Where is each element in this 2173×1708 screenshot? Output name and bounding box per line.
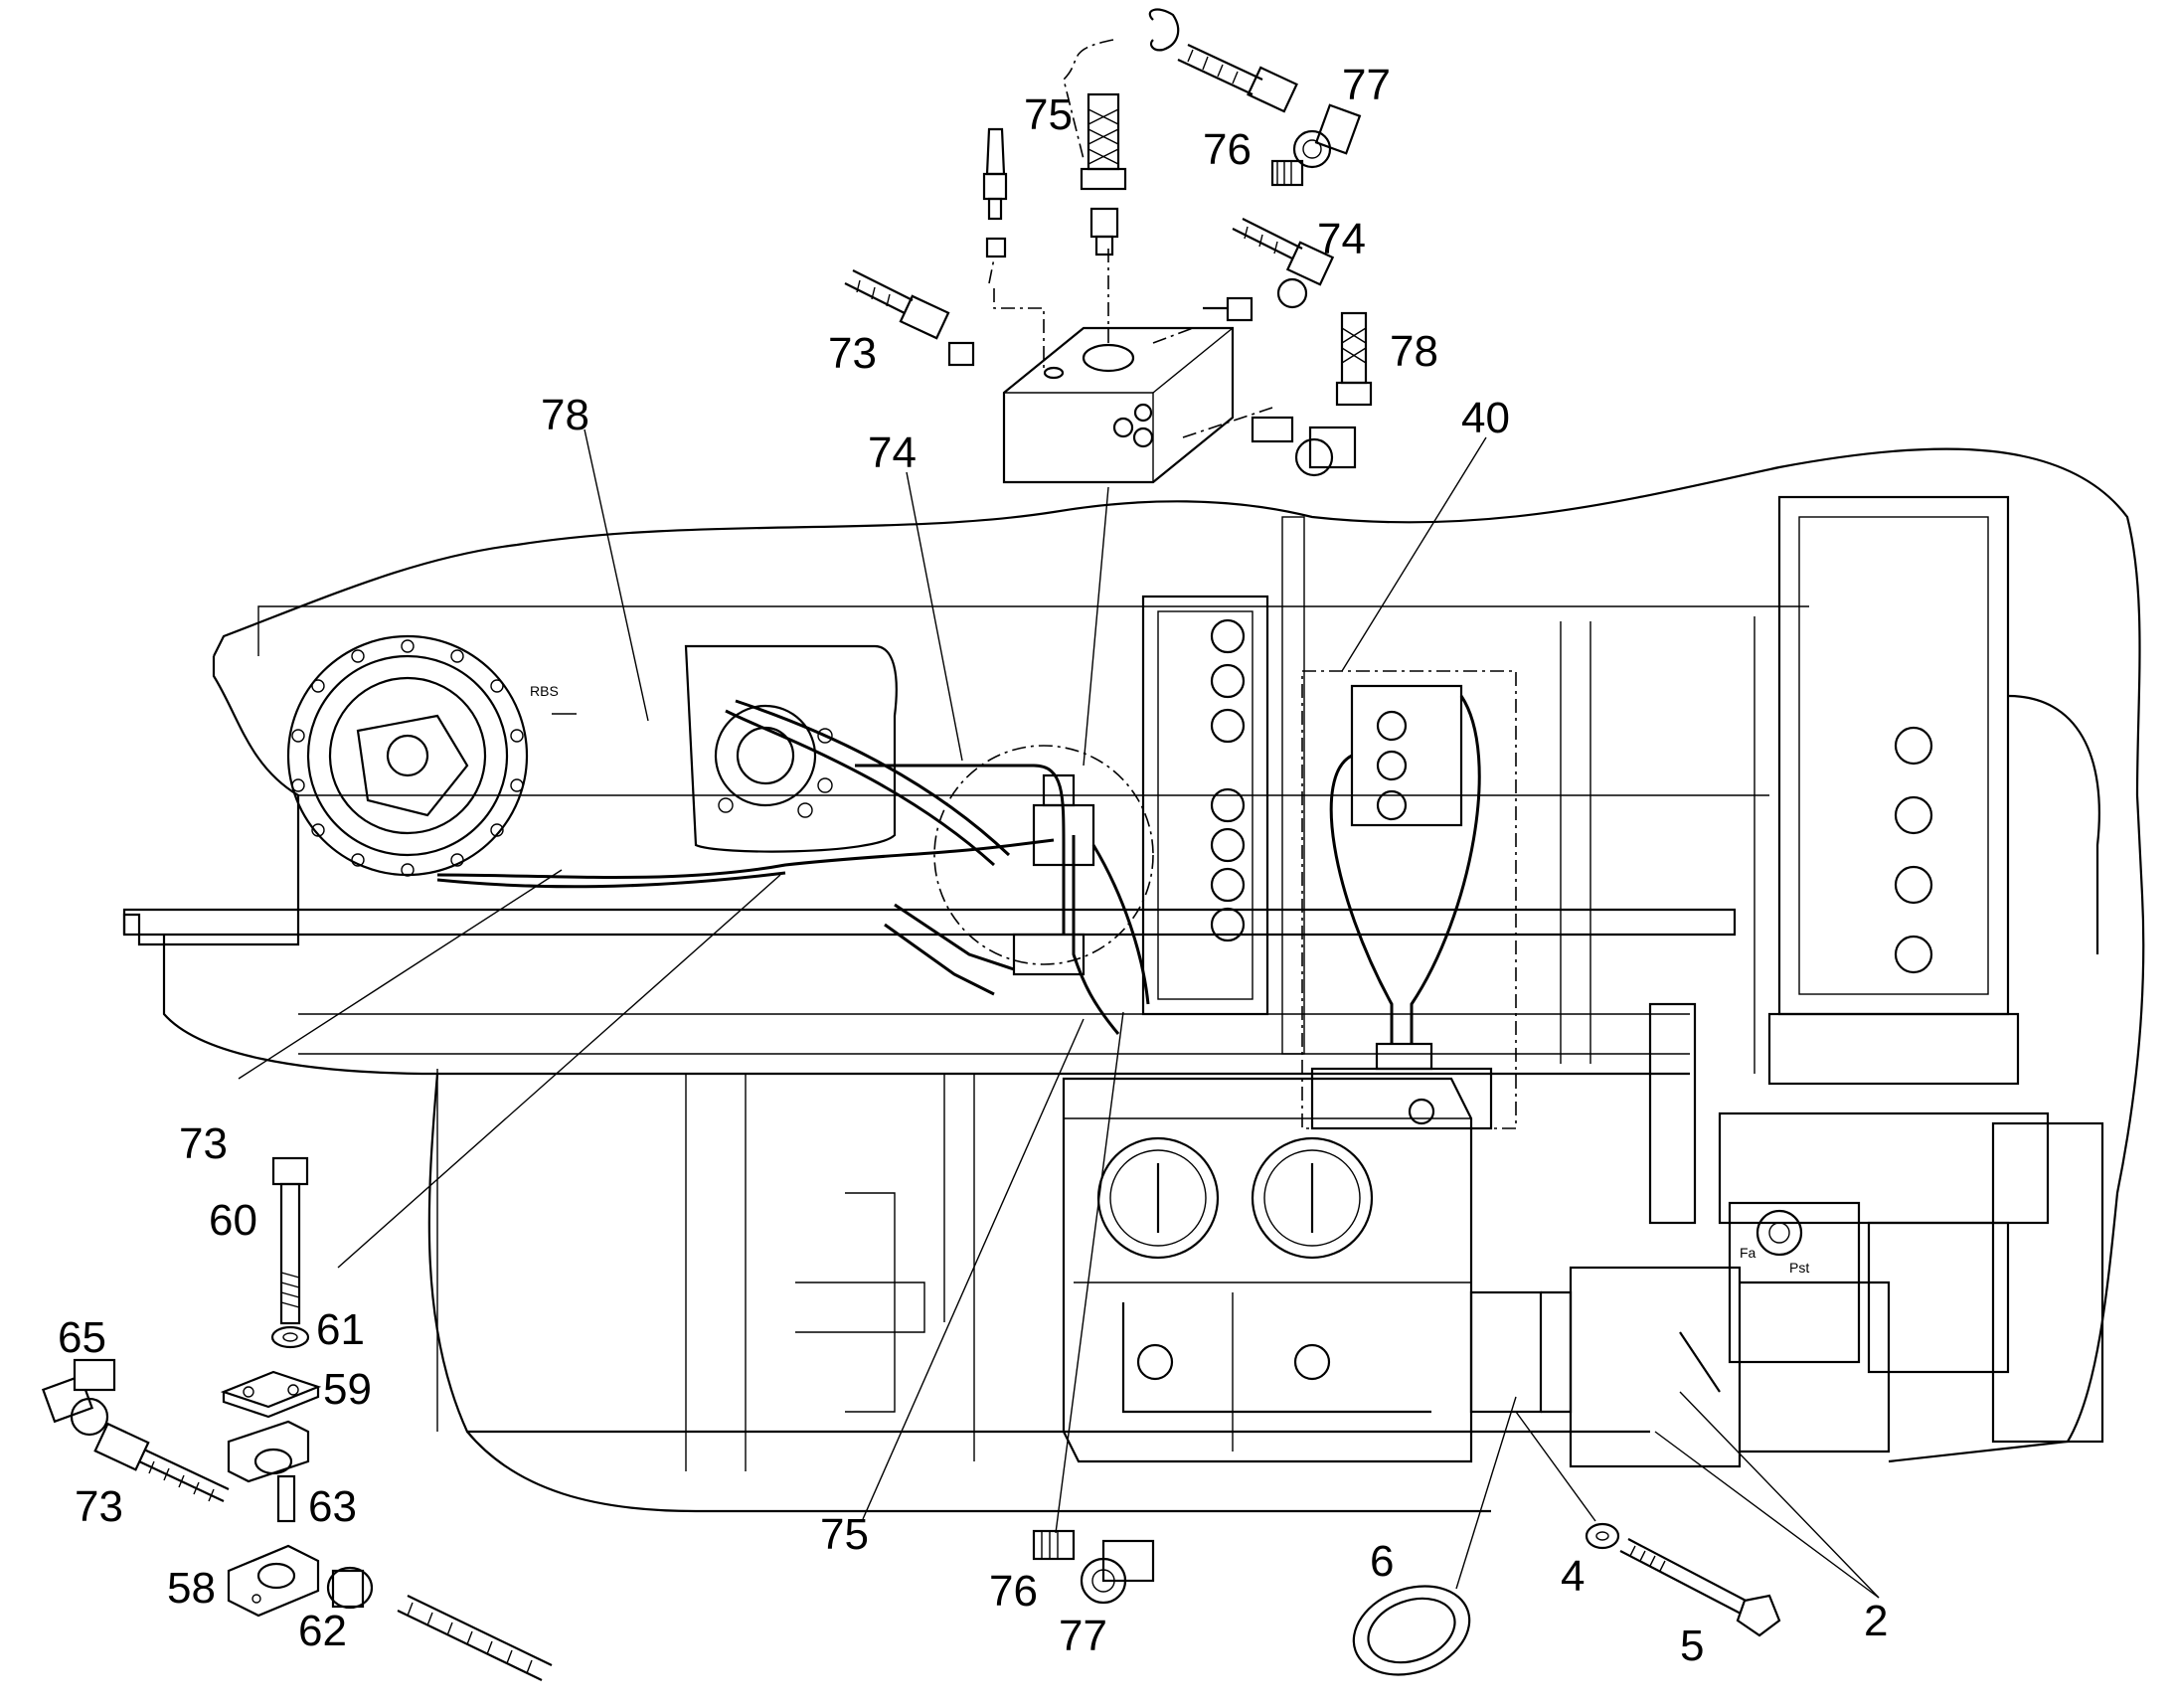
manifold-block [1002, 326, 1235, 484]
top-hose-clamp [1148, 8, 1298, 113]
callout-73-lower: 73 [75, 1482, 123, 1531]
rbs-marker: RBS [530, 683, 577, 715]
part-4-washer [1585, 1522, 1620, 1550]
part-58-clamp-half [227, 1544, 320, 1618]
callout-74-top: 74 [1317, 215, 1366, 263]
pilot-hoses [884, 903, 1015, 996]
part-77-elbow-lower [1080, 1539, 1155, 1605]
engine [1648, 495, 2104, 1444]
slewing-ring [286, 634, 529, 877]
callout-40: 40 [1461, 394, 1510, 442]
coupling-housing [1469, 1266, 1891, 1468]
pump-label-fa: Fa [1740, 1245, 1756, 1261]
part-upper-clamp-half [227, 1420, 310, 1483]
callout-73-left: 73 [179, 1119, 228, 1168]
callout-62: 62 [298, 1607, 347, 1655]
swing-motor [684, 644, 898, 853]
part-78-hose-top [1251, 311, 1373, 477]
callout-4: 4 [1561, 1552, 1585, 1601]
callout-65: 65 [58, 1313, 106, 1362]
pressure-sensor [982, 127, 1008, 258]
part-59-plate [220, 1370, 322, 1419]
callout-5: 5 [1680, 1622, 1704, 1670]
part-74-hose-top [1203, 218, 1335, 322]
part-6-gasket [1352, 1585, 1471, 1676]
callout-78-top: 78 [1390, 327, 1438, 376]
part-73-hose-top [844, 269, 975, 367]
frame-piping [436, 699, 1150, 1413]
part-63-pin [276, 1474, 296, 1523]
callout-labels: 75 76 77 74 73 78 78 74 40 73 60 61 65 5… [58, 61, 1888, 1670]
inline-valve [1012, 773, 1095, 976]
pump-label-pst: Pst [1789, 1260, 1809, 1276]
rbs-label: RBS [530, 683, 559, 699]
part-76-adapter-top [1270, 159, 1304, 187]
callout-59: 59 [323, 1365, 372, 1414]
callout-77-top: 77 [1342, 61, 1391, 109]
part-77-elbow-top [1292, 103, 1362, 169]
part-61-washer [270, 1325, 310, 1349]
callout-2: 2 [1864, 1597, 1888, 1645]
callout-61: 61 [316, 1305, 365, 1354]
callout-74-center: 74 [868, 428, 917, 477]
callout-63: 63 [308, 1482, 357, 1531]
part-75-hose-fitting [1080, 92, 1127, 256]
callout-78-left: 78 [541, 391, 589, 439]
detail-circle [933, 745, 1154, 965]
manifold-leaders [988, 39, 1273, 438]
lower-hose-section [397, 1595, 553, 1681]
callout-75-top: 75 [1024, 90, 1073, 139]
part-60-bolt [271, 1156, 309, 1325]
callout-76-lower: 76 [989, 1567, 1038, 1616]
valve-detail-40 [1310, 684, 1493, 1130]
part-5-bolt [1619, 1538, 1781, 1637]
callout-75-lower: 75 [820, 1510, 869, 1559]
detail-40-box [1301, 670, 1517, 1129]
callout-58: 58 [167, 1564, 216, 1613]
leader-lines [238, 428, 1880, 1599]
callout-6: 6 [1370, 1537, 1394, 1586]
callout-76-top: 76 [1203, 125, 1252, 174]
control-valve-bank [1141, 516, 1305, 1055]
part-76-adapter-lower [1032, 1529, 1076, 1561]
frame-outline [122, 447, 2145, 1513]
slewing-ring-bolts [291, 639, 524, 877]
part-65-elbow [41, 1358, 116, 1437]
callout-77-lower: 77 [1059, 1612, 1107, 1660]
part-73-hose-lower [93, 1422, 230, 1502]
callout-73-top: 73 [828, 329, 877, 378]
callout-60: 60 [209, 1196, 257, 1245]
hydraulic-tank [1062, 1077, 1473, 1463]
part-62-plug [326, 1566, 374, 1610]
